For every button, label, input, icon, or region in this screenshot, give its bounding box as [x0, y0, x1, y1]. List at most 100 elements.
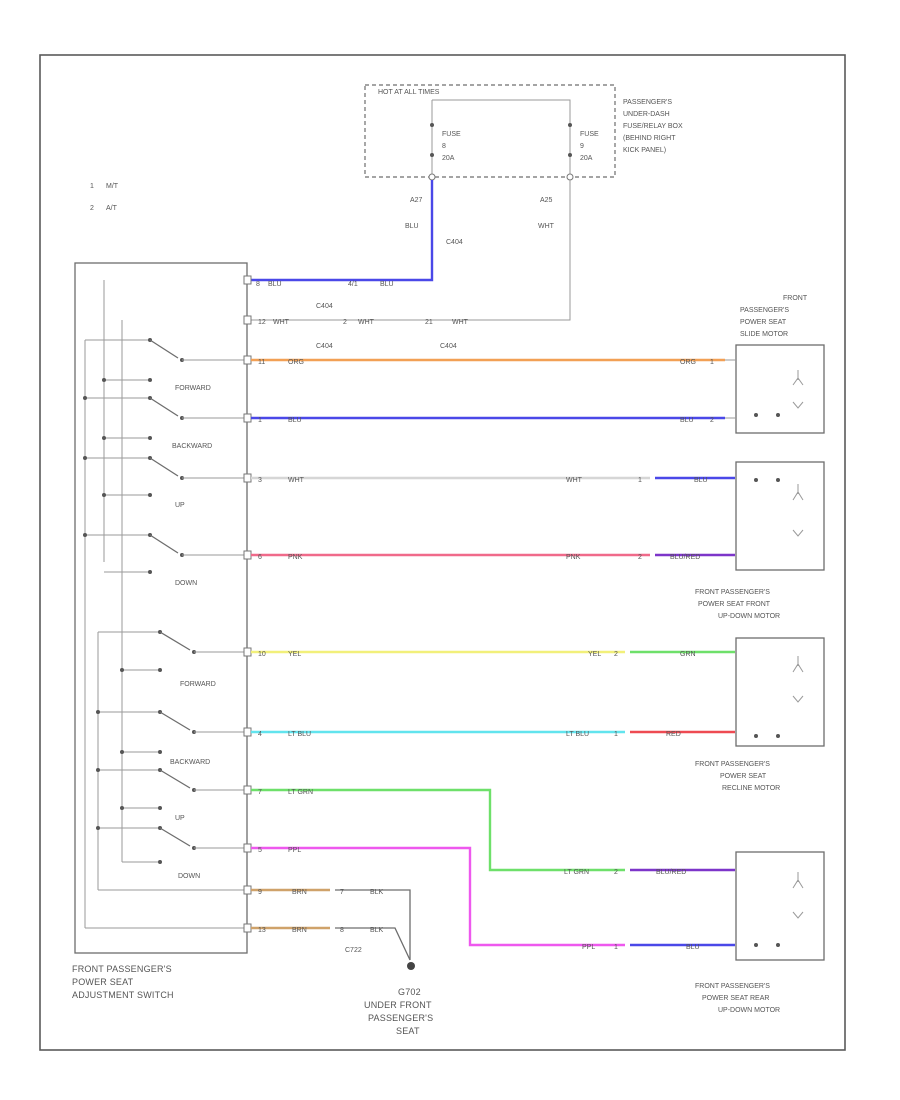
svg-text:UP-DOWN MOTOR: UP-DOWN MOTOR	[718, 613, 780, 620]
svg-text:ORG: ORG	[680, 359, 696, 366]
svg-text:BRN: BRN	[292, 927, 307, 934]
wire-magenta	[251, 846, 625, 947]
svg-text:5: 5	[258, 847, 262, 854]
legend: 1 M/T 2 A/T	[90, 183, 119, 212]
switch-contacts-upper	[148, 338, 248, 574]
svg-text:GRN: GRN	[680, 651, 696, 658]
svg-text:PPL: PPL	[288, 847, 301, 854]
feed-left-color: BLU	[405, 223, 419, 230]
wire-green	[251, 788, 625, 872]
switch-label-backward-1: BACKWARD	[172, 443, 212, 450]
svg-text:7: 7	[340, 889, 344, 896]
svg-text:(BEHIND RIGHT: (BEHIND RIGHT	[623, 135, 676, 142]
svg-text:YEL: YEL	[288, 651, 301, 658]
svg-text:8: 8	[256, 281, 260, 288]
svg-text:1: 1	[614, 731, 618, 738]
svg-text:9: 9	[258, 889, 262, 896]
ground-location-1: UNDER FRONT	[364, 1000, 432, 1010]
switch-label-up-2: UP	[175, 815, 185, 822]
svg-text:SLIDE MOTOR: SLIDE MOTOR	[740, 331, 788, 338]
power-seat-adjustment-switch: FORWARD BACKWARD UP DOWN FORWARD BACKWAR…	[74, 262, 248, 954]
fuse-box: HOT AT ALL TIMES FUSE 8 20A FUSE 9 20A	[364, 84, 616, 181]
svg-text:POWER SEAT FRONT: POWER SEAT FRONT	[698, 601, 771, 608]
svg-text:8: 8	[340, 927, 344, 934]
svg-text:BLU/RED: BLU/RED	[656, 869, 686, 876]
rear-up-down-motor	[735, 851, 825, 961]
feed-right-pin: A25	[540, 197, 553, 204]
fuse-8-line1: FUSE	[442, 131, 461, 138]
fuse-9-number: 9	[580, 143, 584, 150]
wire-ground-blk-2	[335, 927, 411, 961]
svg-text:2: 2	[90, 205, 94, 212]
svg-text:FRONT PASSENGER'S: FRONT PASSENGER'S	[695, 589, 770, 596]
svg-text:BLK: BLK	[370, 927, 384, 934]
fuse-box-location: PASSENGER'S UNDER-DASH FUSE/RELAY BOX (B…	[623, 99, 683, 154]
svg-text:ORG: ORG	[288, 359, 304, 366]
svg-text:PNK: PNK	[288, 554, 303, 561]
ground-location-2: PASSENGER'S	[368, 1013, 433, 1023]
slide-motor	[725, 344, 825, 434]
svg-text:FRONT PASSENGER'S: FRONT PASSENGER'S	[695, 983, 770, 990]
svg-text:WHT: WHT	[452, 319, 469, 326]
svg-text:BLU: BLU	[268, 281, 282, 288]
svg-text:LT BLU: LT BLU	[566, 731, 589, 738]
svg-text:4/1: 4/1	[348, 281, 358, 288]
svg-text:BLU: BLU	[686, 944, 700, 951]
svg-text:KICK PANEL): KICK PANEL)	[623, 147, 666, 154]
svg-text:1: 1	[90, 183, 94, 190]
fuse-8-number: 8	[442, 143, 446, 150]
svg-text:LT BLU: LT BLU	[288, 731, 311, 738]
fuse-9-rating: 20A	[580, 155, 593, 162]
svg-text:BRN: BRN	[292, 889, 307, 896]
svg-text:BLU: BLU	[288, 417, 302, 424]
svg-text:12: 12	[258, 319, 266, 326]
switch-name-line2: POWER SEAT	[72, 977, 134, 987]
front-up-down-motor	[735, 461, 825, 571]
switch-label-down-2: DOWN	[178, 873, 200, 880]
switch-name-line1: FRONT PASSENGER'S	[72, 964, 172, 974]
svg-text:6: 6	[258, 554, 262, 561]
svg-text:LT GRN: LT GRN	[564, 869, 589, 876]
ground-name: G702	[398, 987, 421, 997]
ground-connector: C722	[345, 947, 362, 954]
svg-text:YEL: YEL	[588, 651, 601, 658]
switch-contacts-lower	[158, 630, 248, 864]
svg-text:FRONT: FRONT	[783, 295, 808, 302]
switch-label-backward-2: BACKWARD	[170, 759, 210, 766]
svg-text:RED: RED	[666, 731, 681, 738]
fuse-9-line1: FUSE	[580, 131, 599, 138]
svg-text:1: 1	[710, 359, 714, 366]
svg-text:LT GRN: LT GRN	[288, 789, 313, 796]
svg-text:1: 1	[258, 417, 262, 424]
recline-motor	[735, 637, 825, 747]
feed-right-color: WHT	[538, 223, 555, 230]
fuse-8-rating: 20A	[442, 155, 455, 162]
svg-text:2: 2	[638, 554, 642, 561]
svg-text:2: 2	[710, 417, 714, 424]
connector-c404-top: C404	[446, 239, 463, 246]
svg-text:PPL: PPL	[582, 944, 595, 951]
svg-text:M/T: M/T	[106, 183, 119, 190]
switch-label-down-1: DOWN	[175, 580, 197, 587]
switch-name-line3: ADJUSTMENT SWITCH	[72, 990, 174, 1000]
svg-text:PASSENGER'S: PASSENGER'S	[623, 99, 672, 106]
wire-feed-blu	[248, 180, 434, 282]
svg-text:2: 2	[614, 651, 618, 658]
switch-label-forward-2: FORWARD	[180, 681, 216, 688]
svg-text:BLU: BLU	[680, 417, 694, 424]
svg-text:21: 21	[425, 319, 433, 326]
switch-connector-pins	[243, 275, 252, 933]
svg-text:2: 2	[343, 319, 347, 326]
svg-text:3: 3	[258, 477, 262, 484]
fuse-box-title: HOT AT ALL TIMES	[378, 89, 440, 96]
svg-text:BLU: BLU	[694, 477, 708, 484]
ground-location-3: SEAT	[396, 1026, 420, 1036]
svg-text:POWER SEAT: POWER SEAT	[740, 319, 787, 326]
svg-text:BLK: BLK	[370, 889, 384, 896]
svg-text:10: 10	[258, 651, 266, 658]
svg-text:2: 2	[614, 869, 618, 876]
svg-text:PNK: PNK	[566, 554, 581, 561]
svg-text:A/T: A/T	[106, 205, 118, 212]
svg-text:POWER SEAT REAR: POWER SEAT REAR	[702, 995, 769, 1002]
